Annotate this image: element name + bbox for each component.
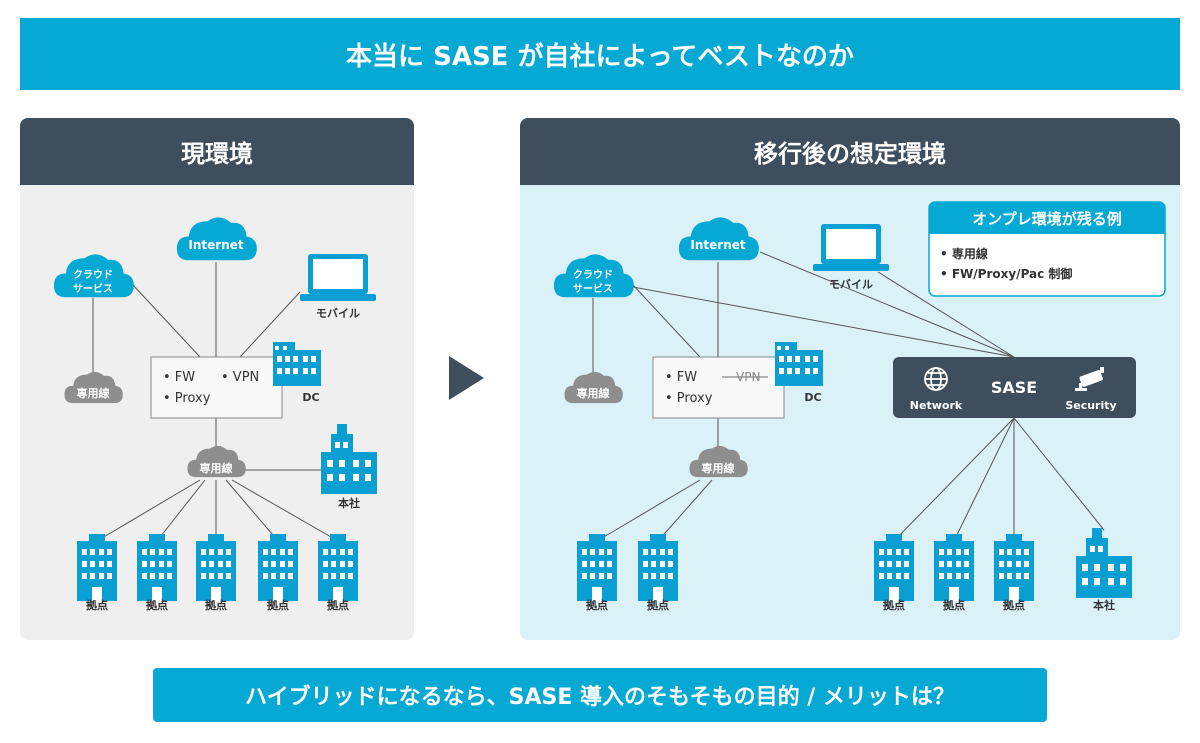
left-mobile-label: モバイル <box>316 307 360 320</box>
left-leased-label-2: 専用線 <box>200 461 233 475</box>
right-hq-label: 本社 <box>1093 598 1115 612</box>
left-laptop-icon <box>300 254 376 301</box>
sase-network-label: Network <box>910 399 963 412</box>
left-proxy-label: • Proxy <box>163 391 211 406</box>
right-dc-box: • FW VPN • Proxy DC <box>652 342 823 419</box>
left-dc-icon <box>273 342 321 386</box>
left-hq-icon <box>321 424 377 494</box>
left-branch-icon <box>77 534 117 601</box>
right-branch-icon <box>638 534 678 601</box>
right-hq: 本社 <box>1076 528 1132 612</box>
left-mobile: モバイル <box>300 254 376 320</box>
right-dc-label: DC <box>804 391 821 404</box>
right-branch-icon <box>874 534 914 601</box>
right-cloud-service: クラウド サービス <box>553 254 634 298</box>
onprem-item: • FW/Proxy/Pac 制御 <box>940 266 1072 281</box>
right-branch-label: 拠点 <box>943 598 965 612</box>
left-vpn-label: • VPN <box>221 370 259 385</box>
future-environment-heading: 移行後の想定環境 <box>520 118 1180 185</box>
left-branch-icon <box>318 534 358 601</box>
right-branch-label: 拠点 <box>647 598 669 612</box>
left-branches: 拠点 拠点 拠点 拠点 拠点 <box>77 534 358 612</box>
left-cloud-service: クラウド サービス <box>53 254 134 298</box>
right-dc-icon <box>775 342 823 386</box>
sase-label: SASE <box>991 378 1037 397</box>
left-leased-label-1: 専用線 <box>77 386 110 400</box>
right-mobile: モバイル <box>813 224 889 291</box>
onprem-item: • 専用線 <box>940 246 988 261</box>
right-branch-label: 拠点 <box>1003 598 1025 612</box>
left-branch-label: 拠点 <box>146 598 168 612</box>
right-branch-icon <box>994 534 1034 601</box>
left-dc-box: • FW • VPN • Proxy DC <box>150 342 321 419</box>
left-branch-icon <box>137 534 177 601</box>
right-hq-icon <box>1076 528 1132 598</box>
transition-arrow-icon <box>449 356 484 400</box>
left-branch-icon <box>196 534 236 601</box>
left-fw-label: • FW <box>163 370 195 385</box>
left-branch-label: 拠点 <box>205 598 227 612</box>
right-proxy-label: • Proxy <box>665 391 713 406</box>
current-environment-heading-text: 現環境 <box>181 140 253 168</box>
right-mobile-label: モバイル <box>829 278 873 291</box>
left-internet-cloud: Internet <box>176 217 257 261</box>
right-leased-line-1: 専用線 <box>564 371 623 404</box>
globe-icon <box>924 367 948 391</box>
right-branch-label: 拠点 <box>586 598 608 612</box>
left-branch-label: 拠点 <box>327 598 349 612</box>
title-banner: 本当に SASE が自社によってベストなのか <box>20 18 1180 90</box>
onprem-example-box: オンプレ環境が残る例 • 専用線 • FW/Proxy/Pac 制御 <box>928 201 1166 297</box>
left-leased-line-2: 専用線 <box>187 445 246 478</box>
onprem-title: オンプレ環境が残る例 <box>972 210 1122 228</box>
current-environment-heading: 現環境 <box>20 118 414 185</box>
right-branch-icon <box>577 534 617 601</box>
left-internet-label: Internet <box>188 238 243 252</box>
left-leased-line-1: 専用線 <box>64 371 123 404</box>
left-hq: 本社 <box>321 424 377 510</box>
bottom-question-text: ハイブリッドになるなら、SASE 導入のそもそもの目的 / メリットは？ <box>245 685 955 710</box>
right-internet-label: Internet <box>690 238 745 252</box>
sase-box: Network SASE Security <box>893 357 1136 418</box>
page-title: 本当に SASE が自社によってベストなのか <box>346 41 854 72</box>
left-branch-label: 拠点 <box>86 598 108 612</box>
left-branch-label: 拠点 <box>267 598 289 612</box>
right-branch-icon <box>934 534 974 601</box>
right-connections <box>592 251 1105 542</box>
right-branches: 拠点 拠点 拠点 拠点 拠点 <box>577 534 1034 612</box>
bottom-question-banner: ハイブリッドになるなら、SASE 導入のそもそもの目的 / メリットは？ <box>153 668 1047 722</box>
right-cloud-label-2: サービス <box>573 282 613 295</box>
right-internet-cloud: Internet <box>678 217 759 261</box>
left-dc-label: DC <box>302 391 319 404</box>
left-cloud-label-2: サービス <box>73 282 113 295</box>
right-leased-line-2: 専用線 <box>689 445 748 478</box>
left-cloud-label-1: クラウド <box>73 269 113 281</box>
right-leased-label-2: 専用線 <box>702 461 735 475</box>
right-branch-label: 拠点 <box>883 598 905 612</box>
future-environment-heading-text: 移行後の想定環境 <box>754 140 946 168</box>
right-laptop-icon <box>813 224 889 271</box>
right-cloud-label-1: クラウド <box>573 269 613 281</box>
left-hq-label: 本社 <box>338 496 360 510</box>
security-camera-icon <box>1075 367 1104 391</box>
sase-security-label: Security <box>1065 399 1116 412</box>
right-fw-label: • FW <box>665 370 697 385</box>
left-branch-icon <box>258 534 298 601</box>
right-leased-label-1: 専用線 <box>577 386 610 400</box>
